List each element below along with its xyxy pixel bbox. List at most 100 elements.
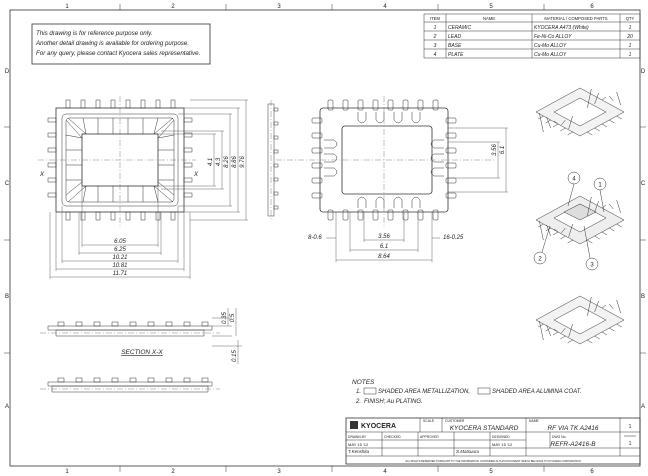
iso-lead — [587, 296, 592, 317]
section-pin-lower — [129, 377, 137, 383]
pad-bottom — [402, 209, 409, 221]
via-top — [375, 112, 385, 124]
bom-table: ITEM NAME MATERIAL / COMPOSED PARTS QTY … — [423, 13, 641, 59]
bom-cell-material: KYOCERA A473 (White) — [534, 25, 589, 31]
zone-col-3-bottom: 3 — [277, 469, 281, 475]
trace — [82, 185, 87, 203]
svg-text:3: 3 — [590, 263, 594, 269]
trace — [67, 117, 87, 135]
iso-lead — [546, 116, 551, 129]
iso-lead — [594, 235, 600, 240]
via-bottom — [375, 196, 385, 208]
title-footer: ALL RIGHTS RESERVED PURSUANT TO THE INFO… — [405, 459, 580, 463]
dim-0-5: 0.5 — [230, 313, 236, 322]
drawn-by: T.Kenshita — [348, 449, 370, 454]
side-pin — [273, 191, 279, 196]
iso-lead — [538, 323, 544, 328]
balloon-1: 1 — [593, 177, 607, 191]
iso-lead — [609, 119, 615, 124]
via-right — [430, 153, 444, 163]
checked-label: CHECKED — [384, 435, 401, 439]
side-pin — [273, 205, 279, 210]
svg-text:KYOCERA: KYOCERA — [361, 423, 396, 430]
iso-lead — [568, 323, 573, 338]
iso-lead — [552, 123, 559, 128]
svg-text:1: 1 — [598, 183, 602, 189]
svg-text:4: 4 — [572, 177, 576, 183]
dim-8-86: 8.86 — [232, 156, 238, 168]
iso-lead — [538, 223, 544, 228]
top-view-width-dims — [49, 186, 191, 279]
iso-lead — [601, 331, 608, 336]
lead-top — [110, 99, 116, 109]
iso-lead — [552, 231, 559, 236]
bom-cell-name: CERAMIC — [448, 25, 471, 31]
iso-lead — [561, 327, 566, 334]
bom-cell-material: Cu-Mo ALLOY — [534, 52, 567, 58]
section-mark-left: X — [39, 172, 45, 178]
iso-lead — [561, 119, 566, 126]
zone-col-1: 1 — [65, 4, 69, 10]
lead-left — [47, 117, 57, 123]
customer-label: CUSTOMER — [445, 419, 465, 423]
approved-label: APPROVED — [420, 435, 439, 439]
trace — [65, 181, 83, 196]
pad-bottom — [372, 209, 379, 221]
lead-top — [95, 99, 101, 109]
bom-header-material: MATERIAL / COMPOSED PARTS — [544, 16, 607, 21]
lead-right — [183, 147, 193, 153]
notes-title: NOTES — [352, 379, 375, 386]
side-pin — [273, 163, 279, 168]
zone-ticks — [4, 4, 646, 472]
iso-lead — [609, 303, 614, 310]
bom-cell-name: PLATE — [448, 52, 464, 58]
pad-top — [402, 99, 409, 111]
pad-top — [432, 99, 439, 111]
dim-side-6-1: 6.1 — [500, 146, 506, 154]
section-pin-lower — [147, 377, 155, 383]
iso-lead — [594, 300, 599, 313]
bom-header-name: NAME — [483, 16, 495, 21]
iso-lead — [616, 91, 621, 106]
designed-label: DESIGNED — [492, 435, 510, 439]
zone-col-2-bottom: 2 — [171, 469, 175, 475]
via-bottom — [411, 196, 421, 208]
iso-lead — [552, 331, 559, 336]
dim-8-0-6: 8-0.6 — [308, 235, 322, 241]
section-pin — [201, 321, 209, 327]
lead-left — [47, 162, 57, 168]
pad-top — [357, 99, 364, 111]
via-left — [324, 153, 338, 163]
iso-lead — [539, 220, 544, 241]
via-bottom — [393, 196, 403, 208]
title-block — [345, 417, 641, 465]
bottom-view-right-dims — [448, 127, 508, 193]
pad-bottom — [357, 209, 364, 221]
zone-col-6: 6 — [590, 4, 594, 10]
dim-9-76: 9.76 — [240, 156, 246, 168]
via-left — [324, 139, 338, 149]
disclaimer-line-2: Another detail drawing is available for … — [35, 40, 189, 47]
section-pin-lower — [75, 377, 83, 383]
note-1-text-a: SHADED AREA METALLIZATION, — [378, 389, 470, 395]
zone-row-d: D — [5, 69, 10, 75]
pad-bottom — [387, 209, 394, 221]
bom-cell-item: 2 — [433, 34, 437, 40]
lead-right — [183, 132, 193, 138]
lead-right — [183, 117, 193, 123]
iso-lead — [616, 199, 621, 214]
svg-text:2: 2 — [538, 257, 542, 263]
pad-right — [445, 162, 457, 169]
zone-col-5: 5 — [489, 4, 493, 10]
note-1-swatch-alumina — [477, 387, 491, 395]
iso-view-top — [535, 87, 625, 137]
side-pin — [273, 177, 279, 182]
via-right — [430, 139, 444, 149]
bom-header-item: ITEM — [430, 16, 441, 21]
section-pin — [57, 321, 65, 327]
iso-lead — [594, 335, 600, 340]
pad-bottom — [432, 209, 439, 221]
drawn-label: DRAWN BY — [348, 435, 367, 439]
zone-col-3: 3 — [277, 4, 281, 10]
pad-top — [342, 99, 349, 111]
